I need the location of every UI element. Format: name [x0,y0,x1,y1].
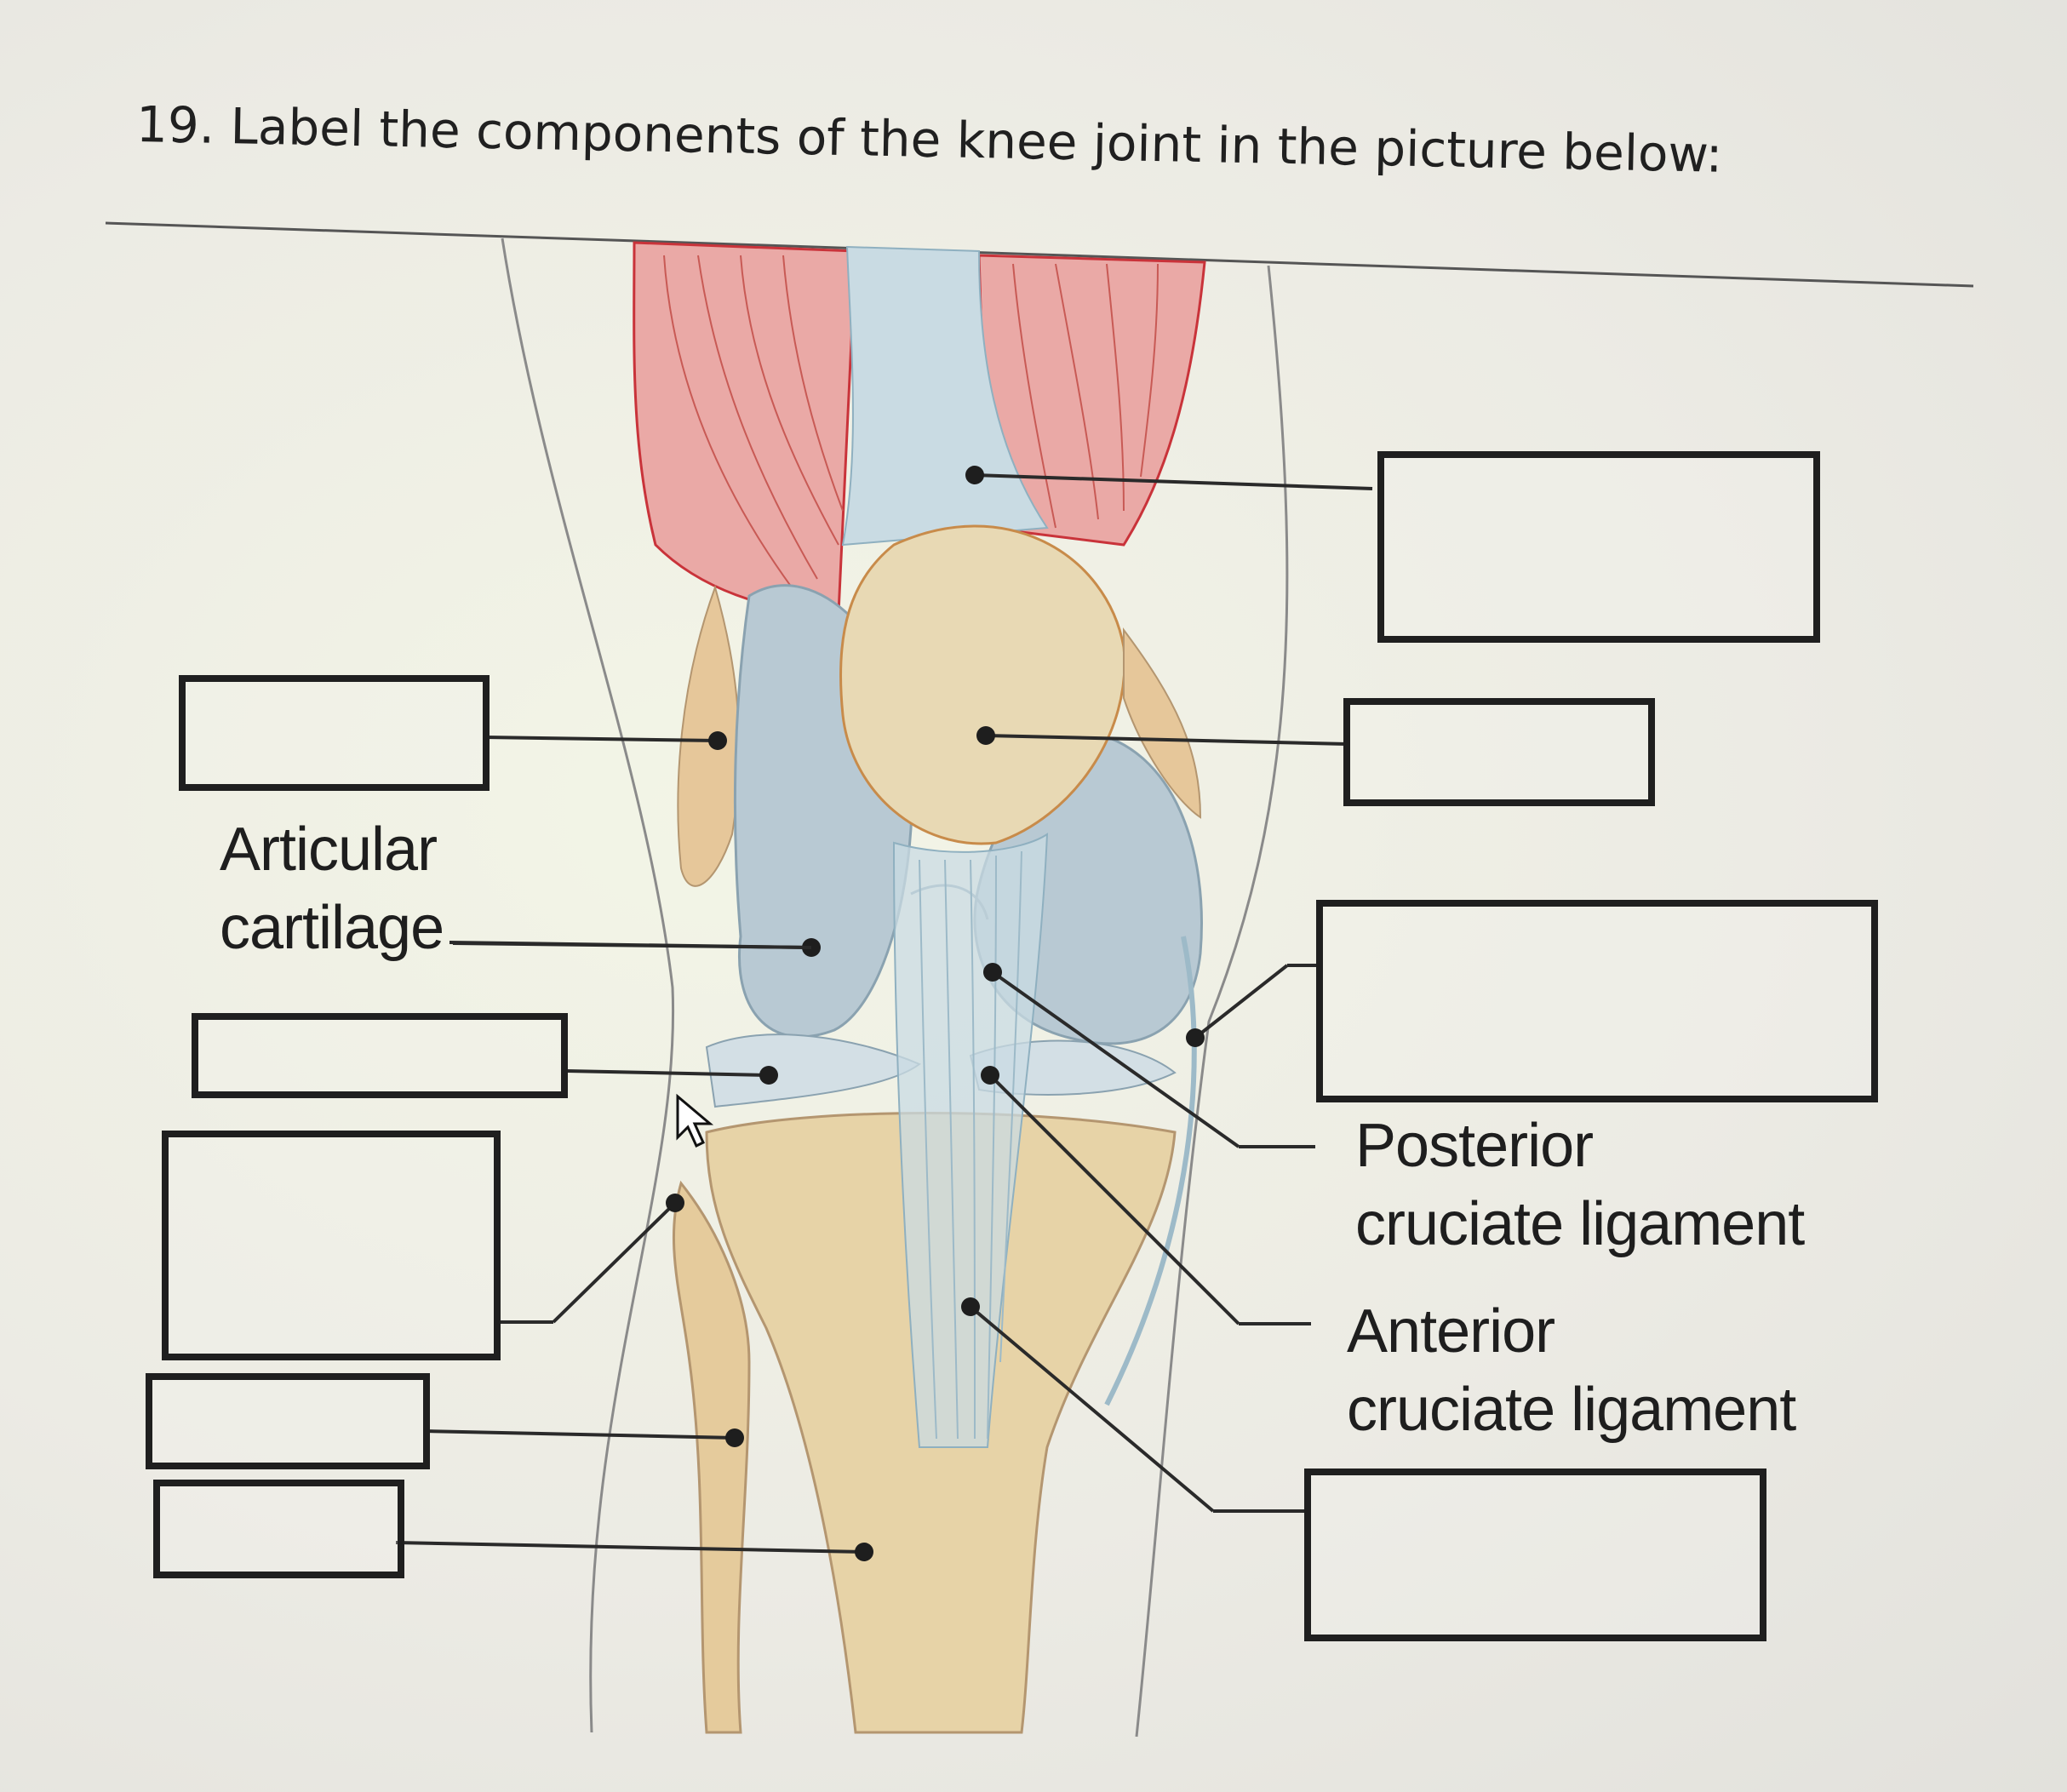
worksheet-page: 19. Label the components of the knee joi… [0,0,2067,1792]
articular-cartilage-leader [0,0,2067,1792]
